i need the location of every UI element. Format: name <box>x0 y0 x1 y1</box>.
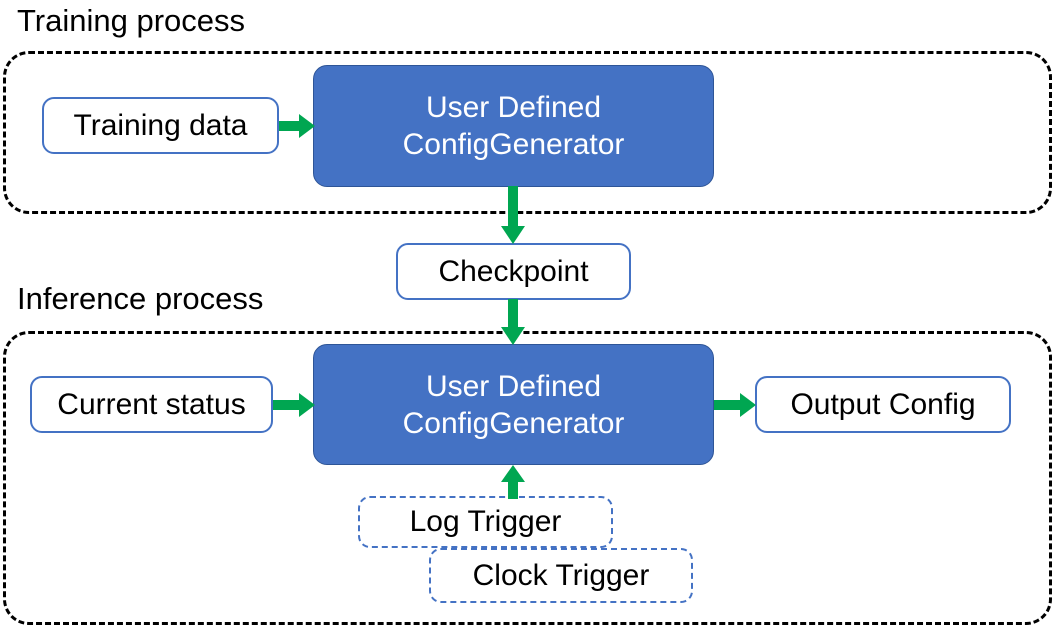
arrow-training-data-to-generator <box>279 114 315 138</box>
node-training-data-label: Training data <box>73 109 248 142</box>
training-process-title: Training process <box>17 3 246 38</box>
node-training-data[interactable]: Training data <box>42 97 279 154</box>
node-output-config[interactable]: Output Config <box>755 376 1011 433</box>
node-generator-inference-line2: ConfigGenerator <box>402 406 625 440</box>
arrow-generator-to-checkpoint <box>501 186 525 244</box>
node-clock-trigger-label: Clock Trigger <box>472 558 650 592</box>
inference-process-title: Inference process <box>17 281 264 316</box>
node-log-trigger-label: Log Trigger <box>409 505 562 538</box>
node-output-config-label: Output Config <box>790 388 976 421</box>
node-current-status[interactable]: Current status <box>30 376 273 433</box>
node-checkpoint-label: Checkpoint <box>438 255 589 288</box>
arrow-generator-to-output-config <box>714 393 756 417</box>
node-generator-training-line2: ConfigGenerator <box>402 128 625 161</box>
node-generator-inference-line1: User Defined <box>425 369 602 403</box>
node-user-defined-configgenerator-training[interactable]: User Defined ConfigGenerator <box>313 65 714 187</box>
node-user-defined-configgenerator-inference[interactable]: User Defined ConfigGenerator <box>313 344 714 465</box>
arrow-checkpoint-to-generator <box>501 299 525 345</box>
arrow-current-status-to-generator <box>273 393 315 417</box>
node-log-trigger[interactable]: Log Trigger <box>358 496 613 548</box>
node-generator-training-line1: User Defined <box>425 91 602 124</box>
inference-process-container <box>3 331 1052 625</box>
training-process-container <box>3 51 1052 214</box>
node-current-status-label: Current status <box>57 388 246 421</box>
node-checkpoint[interactable]: Checkpoint <box>396 243 631 300</box>
node-clock-trigger[interactable]: Clock Trigger <box>429 548 693 603</box>
arrow-triggers-to-generator <box>501 465 525 499</box>
